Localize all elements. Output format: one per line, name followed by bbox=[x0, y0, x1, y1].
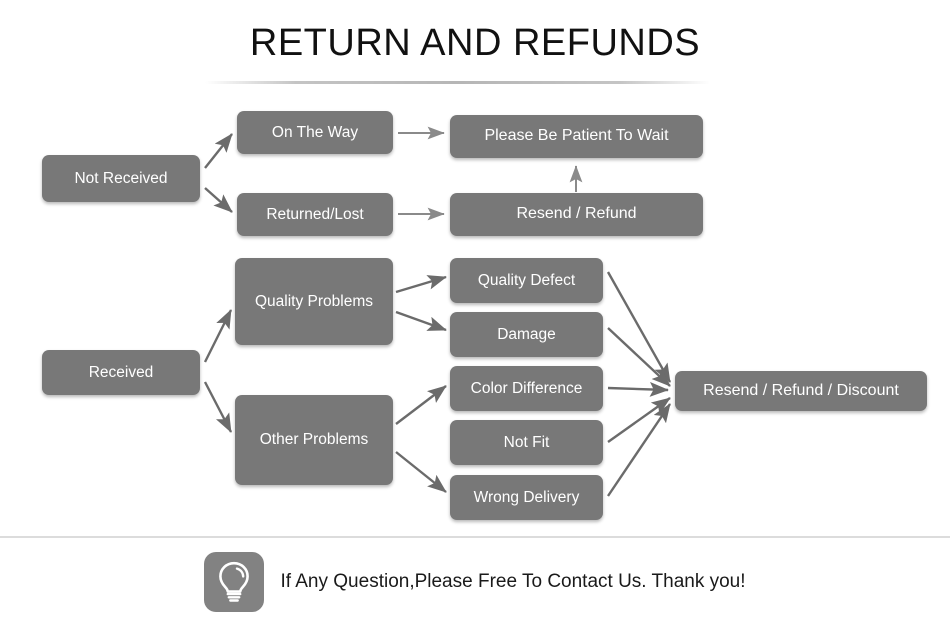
lightbulb-icon bbox=[204, 552, 265, 612]
node-received[interactable]: Received bbox=[42, 350, 200, 395]
node-quality-problems[interactable]: Quality Problems bbox=[235, 258, 393, 345]
node-color-difference[interactable]: Color Difference bbox=[450, 366, 603, 411]
footer-bar: If Any Question,Please Free To Contact U… bbox=[0, 552, 950, 612]
footer-divider bbox=[0, 536, 950, 538]
node-on-the-way[interactable]: On The Way bbox=[237, 111, 393, 154]
title-divider bbox=[205, 81, 710, 84]
node-other-problems[interactable]: Other Problems bbox=[235, 395, 393, 485]
node-returned-lost[interactable]: Returned/Lost bbox=[237, 193, 393, 236]
node-please-be-patient-to-wait[interactable]: Please Be Patient To Wait bbox=[450, 115, 703, 158]
node-quality-defect[interactable]: Quality Defect bbox=[450, 258, 603, 303]
node-resend-refund[interactable]: Resend / Refund bbox=[450, 193, 703, 236]
footer-message: If Any Question,Please Free To Contact U… bbox=[280, 571, 746, 592]
page-title: RETURN AND REFUNDS bbox=[249, 22, 701, 64]
node-wrong-delivery[interactable]: Wrong Delivery bbox=[450, 475, 603, 520]
node-damage[interactable]: Damage bbox=[450, 312, 603, 357]
node-not-received[interactable]: Not Received bbox=[42, 155, 200, 202]
node-not-fit[interactable]: Not Fit bbox=[450, 420, 603, 465]
node-resend-refund-discount[interactable]: Resend / Refund / Discount bbox=[675, 371, 927, 411]
